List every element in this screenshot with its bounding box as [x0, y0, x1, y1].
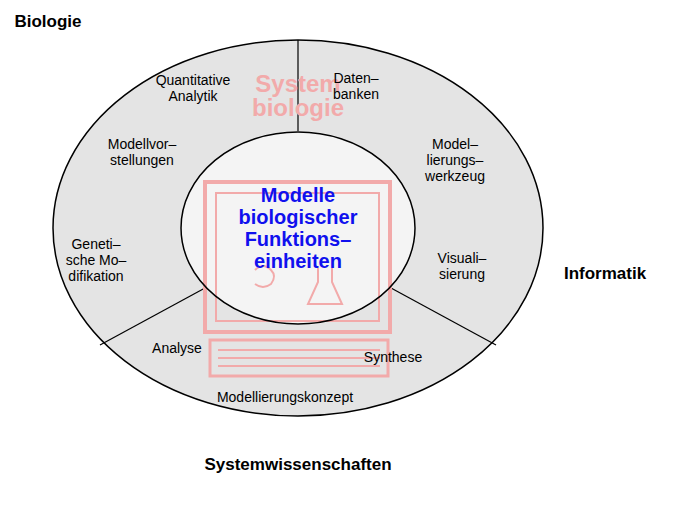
- center-circle: Modelle biologischer Funktions– einheite…: [180, 131, 416, 325]
- center-title: Modelle biologischer Funktions– einheite…: [228, 184, 368, 272]
- segment-label: Analyse: [152, 340, 202, 356]
- region-heading: Systemwissenschaften: [204, 455, 391, 475]
- outer-ring: [53, 40, 543, 416]
- segment-label: Synthese: [364, 349, 422, 365]
- divider-line: [100, 288, 205, 345]
- divider-line: [391, 288, 496, 345]
- segment-label: Geneti– sche Mo– difikation: [64, 236, 128, 284]
- segment-label: Daten– banken: [328, 70, 384, 102]
- inner-fill: [180, 131, 416, 325]
- computer-icon: [205, 182, 390, 376]
- segment-label: Modellvor– stellungen: [100, 136, 184, 168]
- region-heading: Biologie: [14, 12, 81, 32]
- region-heading: Informatik: [564, 264, 646, 284]
- segment-label: Quantitative Analytik: [148, 72, 238, 104]
- watermark: System biologie: [248, 72, 348, 120]
- segment-label: Visuali– sierung: [431, 250, 493, 282]
- segment-label: Model– lierungs– werkzeug: [419, 136, 491, 184]
- segment-label: Modellierungskonzept: [217, 389, 353, 405]
